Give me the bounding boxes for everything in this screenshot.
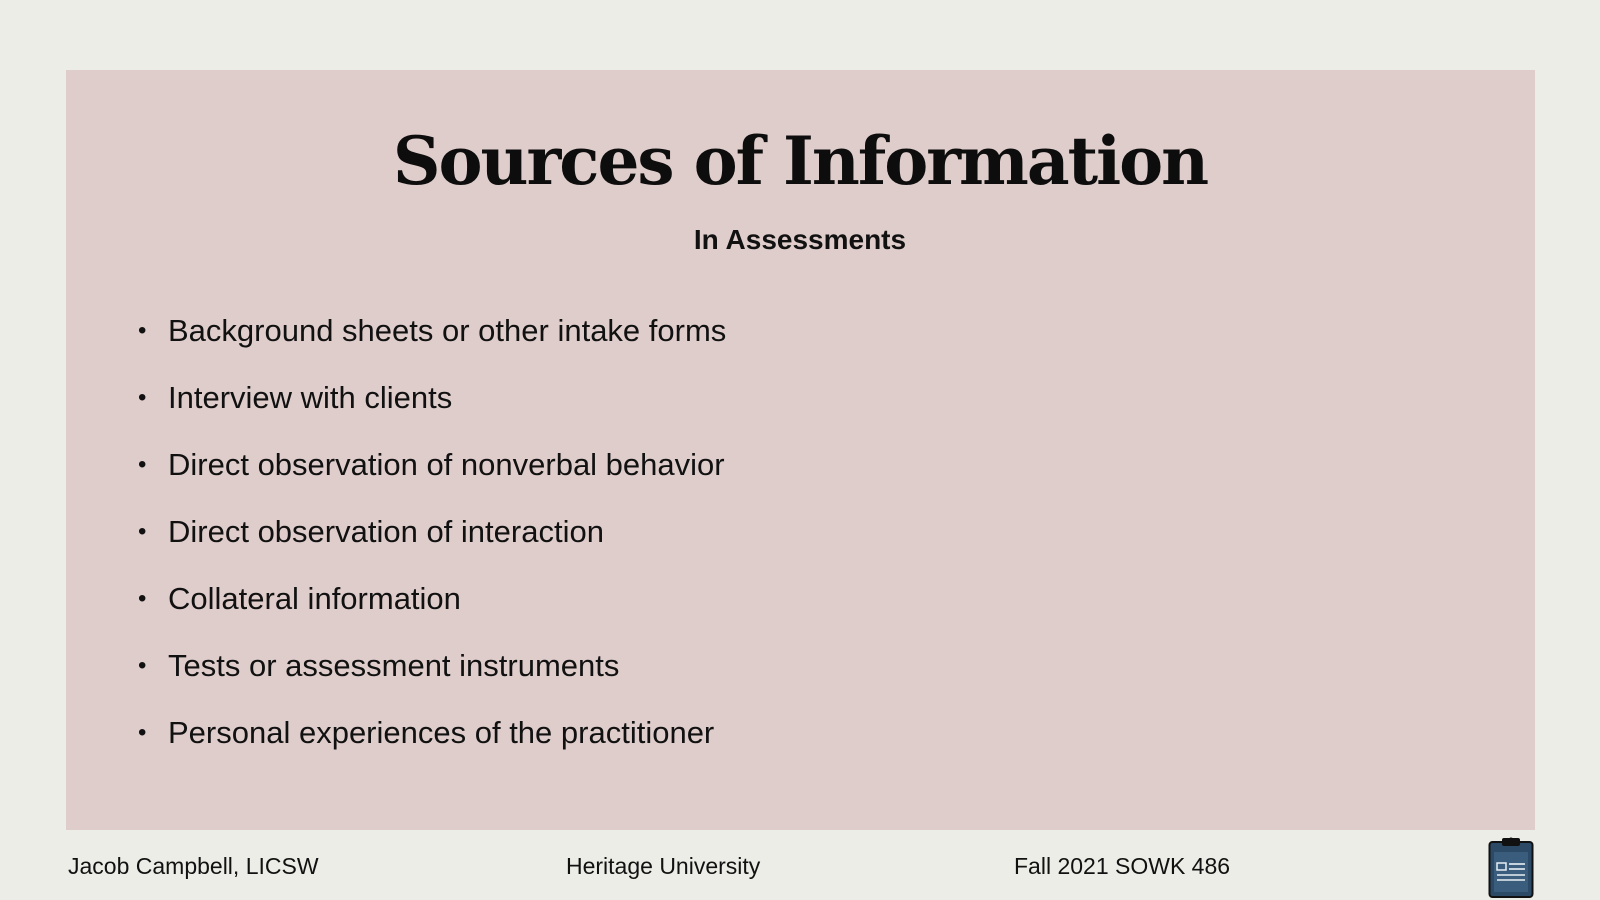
bullet-glyph: • [138,518,147,545]
list-item: • Background sheets or other intake forms [138,308,726,375]
bullet-glyph: • [138,384,147,411]
bullet-text: Direct observation of interaction [168,514,604,549]
bullet-glyph: • [138,317,147,344]
clipboard-icon[interactable] [1488,836,1534,898]
slide-title: Sources of Information [392,122,1209,200]
slide-panel [66,70,1535,830]
bullet-text: Direct observation of nonverbal behavior [168,447,725,482]
list-item: • Interview with clients [138,375,726,442]
list-item: • Tests or assessment instruments [138,643,726,710]
bullet-glyph: • [138,451,147,478]
slide-subtitle: In Assessments [693,224,907,255]
bullet-text: Tests or assessment instruments [168,648,620,683]
bullet-glyph: • [138,652,147,679]
list-item: • Collateral information [138,576,726,643]
footer-institution: Heritage University [566,853,761,879]
bullet-glyph: • [138,719,147,746]
bullet-list: • Background sheets or other intake forms… [138,308,726,777]
bullet-text: Personal experiences of the practitioner [168,715,715,750]
list-item: • Personal experiences of the practitione… [138,710,726,777]
bullet-text: Background sheets or other intake forms [168,313,727,348]
bullet-glyph: • [138,585,147,612]
list-item: • Direct observation of interaction [138,509,726,576]
bullet-text: Collateral information [168,581,461,616]
bullet-text: Interview with clients [168,380,453,415]
footer-course: Fall 2021 SOWK 486 [1014,853,1231,879]
list-item: • Direct observation of nonverbal behavio… [138,442,726,509]
footer-author: Jacob Campbell, LICSW [68,853,319,879]
